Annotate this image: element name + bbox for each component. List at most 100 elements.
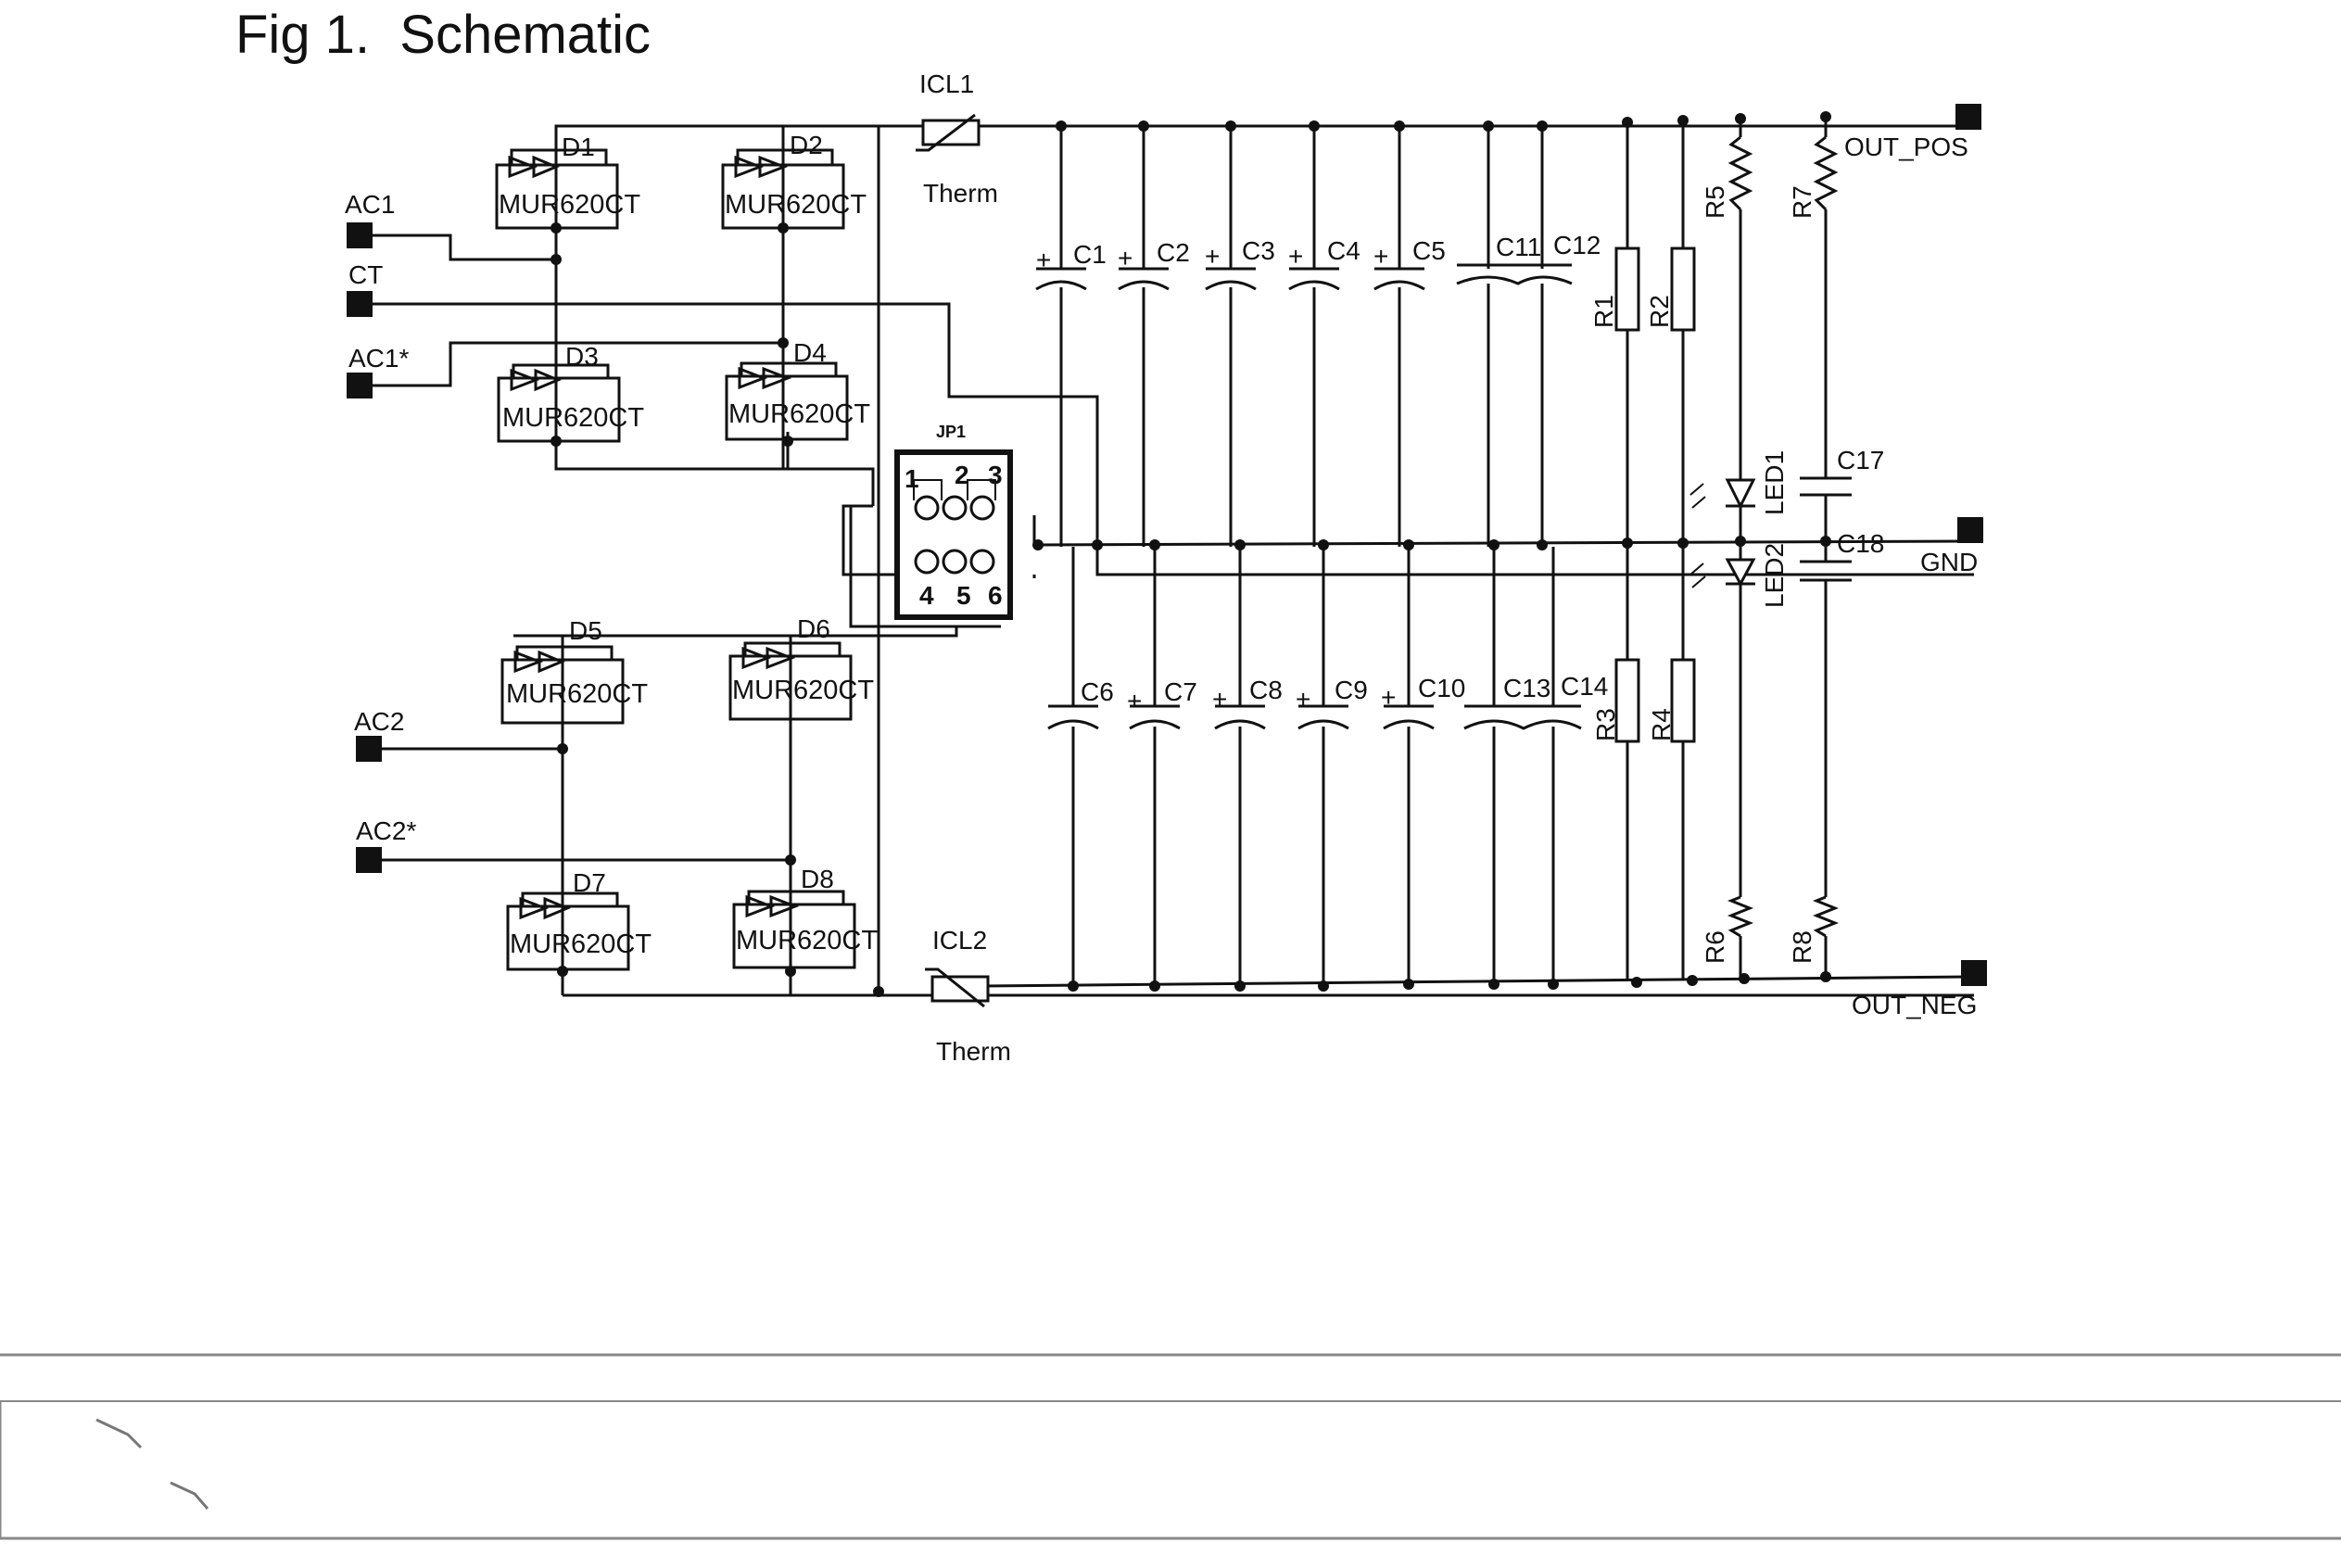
r6-label: R6: [1701, 930, 1729, 964]
c8-plus: +: [1212, 685, 1227, 714]
c17-label: C17: [1837, 446, 1884, 474]
c2-plus: +: [1118, 244, 1133, 272]
diode-d6-label: D6: [797, 614, 830, 643]
resistor-r3: [1614, 658, 1640, 743]
r3-label: R3: [1591, 708, 1620, 741]
diode-d6: MUR620CT D6: [728, 614, 874, 721]
c12-label: C12: [1553, 231, 1601, 259]
icl2-type: Therm: [936, 1037, 1011, 1066]
terminal-out-pos: [1955, 104, 1981, 130]
diode-d7: MUR620CT D7: [506, 868, 652, 971]
diode-d5-part: MUR620CT: [506, 679, 648, 709]
c7-label: C7: [1164, 677, 1197, 706]
label-ct: CT: [348, 260, 383, 289]
c8-label: C8: [1249, 676, 1283, 704]
resistor-r1: [1614, 247, 1640, 332]
thermistor-icl1: ICL1 Therm: [916, 70, 998, 208]
diode-d8-part: MUR620CT: [736, 926, 878, 955]
c5-label: C5: [1412, 236, 1446, 265]
terminal-gnd: [1957, 517, 1983, 543]
label-out-pos: OUT_POS: [1844, 133, 1968, 161]
c11-label: C11: [1496, 233, 1541, 261]
c5-plus: +: [1373, 242, 1388, 271]
c13-label: C13: [1503, 674, 1550, 702]
c3-plus: +: [1205, 242, 1220, 271]
jp1-pin-4: 4: [919, 581, 934, 610]
jumper-jp1: JP1 1 2 3 4 5 6: [894, 423, 1013, 620]
icl2-label: ICL2: [932, 926, 987, 955]
c17-c18-labels: C17 C18: [1837, 446, 1884, 558]
jp1-pin-6: 6: [988, 581, 1003, 610]
c4-label: C4: [1327, 236, 1360, 265]
label-ac1-star: AC1*: [348, 344, 409, 373]
capacitor-labels-upper: + C1 + C2 + C3 + C4 + C5 C11 C12: [1036, 231, 1601, 274]
r4-label: R4: [1647, 708, 1676, 741]
led-led2: LED2: [1689, 543, 1789, 608]
terminal-pads: [347, 104, 1987, 986]
r1-label: R1: [1589, 295, 1618, 328]
label-out-neg: OUT_NEG: [1852, 991, 1977, 1019]
terminal-ac1-star: [347, 373, 373, 398]
icl1-type: Therm: [923, 179, 998, 208]
jp1-pin-1: 1: [905, 464, 919, 493]
diode-d5-label: D5: [569, 616, 602, 645]
r2-label: R2: [1645, 295, 1674, 328]
terminal-out-neg: [1961, 960, 1987, 986]
c2-label: C2: [1157, 238, 1190, 267]
label-ac2: AC2: [354, 707, 404, 736]
diode-d8-label: D8: [801, 865, 834, 893]
jp1-label: JP1: [936, 423, 966, 441]
c7-plus: +: [1127, 687, 1142, 715]
r8-label: R8: [1788, 930, 1816, 964]
resistor-r7: [1813, 135, 1839, 211]
c4-plus: +: [1288, 242, 1303, 271]
resistor-r8: [1812, 895, 1840, 938]
figure-title: Fig 1. Schematic: [235, 5, 652, 65]
diode-d1-part: MUR620CT: [499, 190, 640, 220]
diode-d2-part: MUR620CT: [725, 190, 867, 220]
terminal-ct: [347, 291, 373, 317]
c3-label: C3: [1242, 236, 1275, 265]
c1-label: C1: [1073, 240, 1107, 269]
diode-d3-part: MUR620CT: [502, 403, 644, 433]
resistor-r4: [1670, 658, 1696, 743]
led-led1: LED1: [1689, 450, 1789, 515]
capacitor-bank-lower: [1047, 704, 1582, 730]
wiring: [369, 117, 1974, 997]
page-edges: [0, 1353, 2341, 1540]
capacitor-labels-lower: C6 + C7 + C8 + C9 + C10 C13 C14: [1081, 672, 1608, 715]
label-gnd: GND: [1920, 548, 1978, 576]
led1-label: LED1: [1760, 450, 1789, 515]
label-ac1: AC1: [345, 190, 395, 219]
r7-label: R7: [1788, 185, 1816, 219]
terminal-ac2: [356, 736, 382, 762]
terminal-ac2-star: [356, 847, 382, 873]
diode-d2: MUR620CT D2: [721, 131, 867, 230]
c1-plus: +: [1036, 246, 1051, 274]
c10-plus: +: [1381, 683, 1396, 712]
diode-d7-label: D7: [573, 868, 606, 897]
c6-label: C6: [1081, 677, 1114, 706]
c18-label: C18: [1837, 529, 1884, 558]
jp1-pin-3: 3: [988, 461, 1003, 489]
jp1-pin-2: 2: [955, 461, 969, 489]
diode-packages: MUR620CT D1 MUR620CT D2 MUR620CT D3: [495, 131, 878, 971]
c14-label: C14: [1561, 672, 1608, 701]
r5-label: R5: [1701, 185, 1729, 219]
resistors-zigzag: [1727, 135, 1840, 938]
capacitors-c17-c18: [1800, 476, 1852, 582]
label-ac2-star: AC2*: [356, 816, 416, 845]
diode-d4-label: D4: [793, 338, 827, 367]
icl1-label: ICL1: [919, 70, 974, 98]
resistor-labels: R1 R2 R3 R4 R5 R6 R7 R8: [1589, 185, 1816, 964]
resistors-box: [1614, 247, 1696, 743]
c9-label: C9: [1335, 676, 1368, 704]
terminal-labels: AC1 CT AC1* AC2 AC2* OUT_POS GND OUT_NEG: [345, 133, 1978, 1019]
diode-d6-part: MUR620CT: [732, 676, 874, 705]
diode-d3: MUR620CT D3: [497, 342, 644, 443]
junction-dots: [550, 111, 1831, 997]
c9-plus: +: [1296, 685, 1310, 714]
diode-d2-label: D2: [790, 131, 823, 159]
